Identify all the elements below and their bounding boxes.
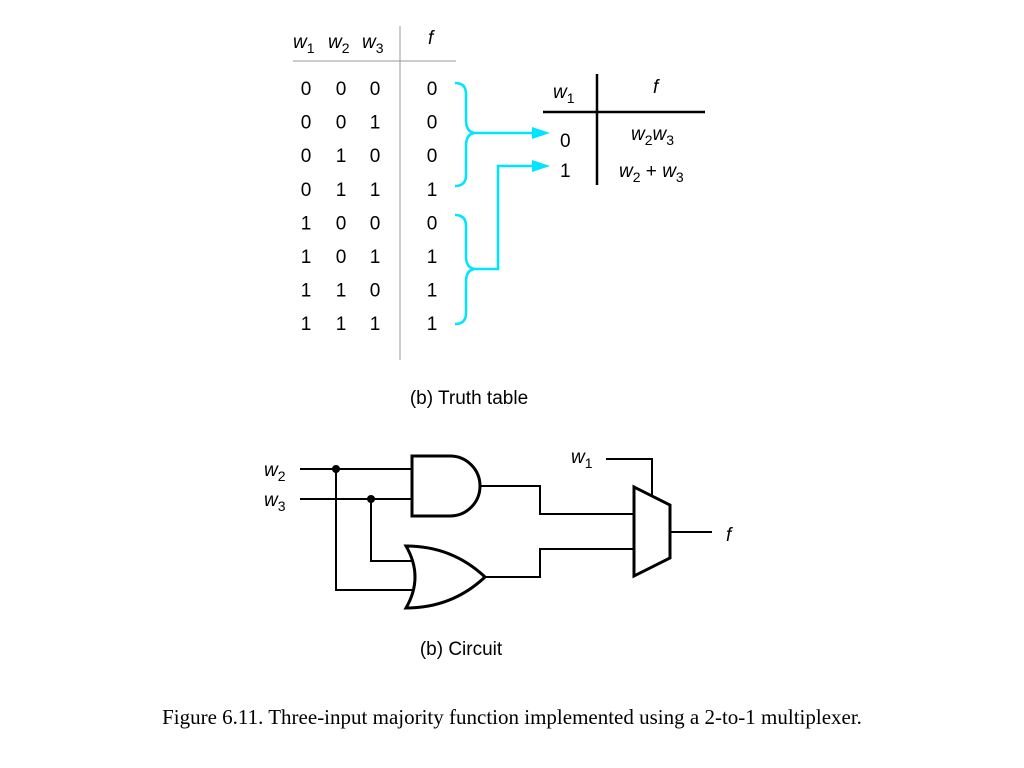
table-row: 0 1 1 1 bbox=[301, 180, 438, 201]
compact-table: w1 f 0 1 w2w3 w2 + w3 bbox=[543, 74, 705, 185]
junction-w3 bbox=[367, 495, 375, 503]
table-cell-w3: 0 bbox=[370, 281, 381, 302]
truth-table-caption: (b) Truth table bbox=[410, 388, 528, 409]
input-label-w2: w2 bbox=[264, 460, 286, 484]
table-cell-w1: 1 bbox=[301, 247, 312, 268]
table-cell-w3: 1 bbox=[370, 247, 381, 268]
figure-caption: Figure 6.11. Three-input majority functi… bbox=[162, 705, 862, 729]
table-row: 1 0 1 1 bbox=[301, 247, 438, 268]
table-row: 0 0 1 0 bbox=[301, 113, 438, 134]
table-cell-f: 1 bbox=[427, 314, 438, 335]
wire-w3-to-or bbox=[370, 499, 414, 562]
compact-row1-w1: 1 bbox=[560, 161, 571, 182]
table-cell-w2: 0 bbox=[336, 113, 347, 134]
input-label-w3: w3 bbox=[264, 490, 286, 514]
table-cell-w3: 1 bbox=[370, 314, 381, 335]
table-cell-w2: 1 bbox=[336, 146, 347, 167]
table-cell-w3: 1 bbox=[370, 180, 381, 201]
compact-row1-f: w2 + w3 bbox=[619, 161, 684, 185]
bracket-arrows bbox=[454, 81, 550, 326]
compact-header-w1: w1 bbox=[553, 82, 575, 106]
table-row: 0 0 0 0 bbox=[301, 79, 438, 100]
compact-row0-f: w2w3 bbox=[631, 124, 674, 148]
table-cell-w3: 1 bbox=[370, 113, 381, 134]
upper-brace bbox=[454, 81, 477, 188]
circuit: w2 w3 w1 f bbox=[264, 447, 733, 610]
wire-or-to-mux bbox=[485, 548, 634, 578]
table-cell-w1: 1 bbox=[301, 213, 312, 234]
truth-table-header: w1 w2 w3 f bbox=[293, 28, 435, 56]
table-cell-w2: 1 bbox=[336, 281, 347, 302]
table-cell-f: 0 bbox=[427, 213, 438, 234]
junction-w2 bbox=[332, 465, 340, 473]
arrow-upper-head bbox=[532, 127, 550, 139]
wire-w2-to-or bbox=[335, 469, 414, 591]
select-label-w1: w1 bbox=[571, 447, 593, 471]
table-cell-w3: 0 bbox=[370, 79, 381, 100]
table-cell-w1: 0 bbox=[301, 79, 312, 100]
arrow-lower-line bbox=[476, 164, 532, 271]
table-cell-w2: 0 bbox=[336, 247, 347, 268]
and-gate bbox=[410, 454, 482, 518]
compact-row0-w1: 0 bbox=[560, 131, 571, 152]
table-cell-w1: 0 bbox=[301, 113, 312, 134]
table-cell-f: 0 bbox=[427, 113, 438, 134]
header-w2: w2 bbox=[328, 32, 350, 56]
table-cell-f: 1 bbox=[427, 180, 438, 201]
lower-brace bbox=[454, 213, 477, 326]
wire-select-w1 bbox=[606, 458, 653, 496]
circuit-caption: (b) Circuit bbox=[420, 639, 503, 660]
table-row: 1 1 1 1 bbox=[301, 314, 438, 335]
table-cell-w1: 0 bbox=[301, 180, 312, 201]
table-cell-w3: 0 bbox=[370, 213, 381, 234]
table-row: 0 1 0 0 bbox=[301, 146, 438, 167]
table-cell-w2: 0 bbox=[336, 79, 347, 100]
table-cell-f: 1 bbox=[427, 281, 438, 302]
table-cell-w2: 0 bbox=[336, 213, 347, 234]
table-row: 1 0 0 0 bbox=[301, 213, 438, 234]
or-gate bbox=[403, 544, 488, 610]
table-row: 1 1 0 1 bbox=[301, 281, 438, 302]
table-cell-f: 0 bbox=[427, 146, 438, 167]
output-label-f: f bbox=[726, 525, 733, 546]
table-cell-w3: 0 bbox=[370, 146, 381, 167]
table-cell-w2: 1 bbox=[336, 180, 347, 201]
table-cell-f: 0 bbox=[427, 79, 438, 100]
header-w3: w3 bbox=[362, 32, 384, 56]
table-cell-w2: 1 bbox=[336, 314, 347, 335]
header-w1: w1 bbox=[293, 32, 315, 56]
wire-and-to-mux bbox=[480, 485, 634, 515]
arrow-lower-head bbox=[532, 160, 550, 172]
table-cell-w1: 1 bbox=[301, 281, 312, 302]
table-cell-w1: 0 bbox=[301, 146, 312, 167]
truth-table-rows: 0 0 0 0 0 0 1 0 0 1 0 0 0 1 1 1 1 0 0 0 1 0 1 1 1 1 0 1 1 1 1 1 bbox=[301, 79, 438, 335]
compact-header-f: f bbox=[653, 77, 660, 98]
table-cell-w1: 1 bbox=[301, 314, 312, 335]
header-f: f bbox=[428, 28, 435, 49]
table-cell-f: 1 bbox=[427, 247, 438, 268]
multiplexer bbox=[632, 484, 672, 579]
